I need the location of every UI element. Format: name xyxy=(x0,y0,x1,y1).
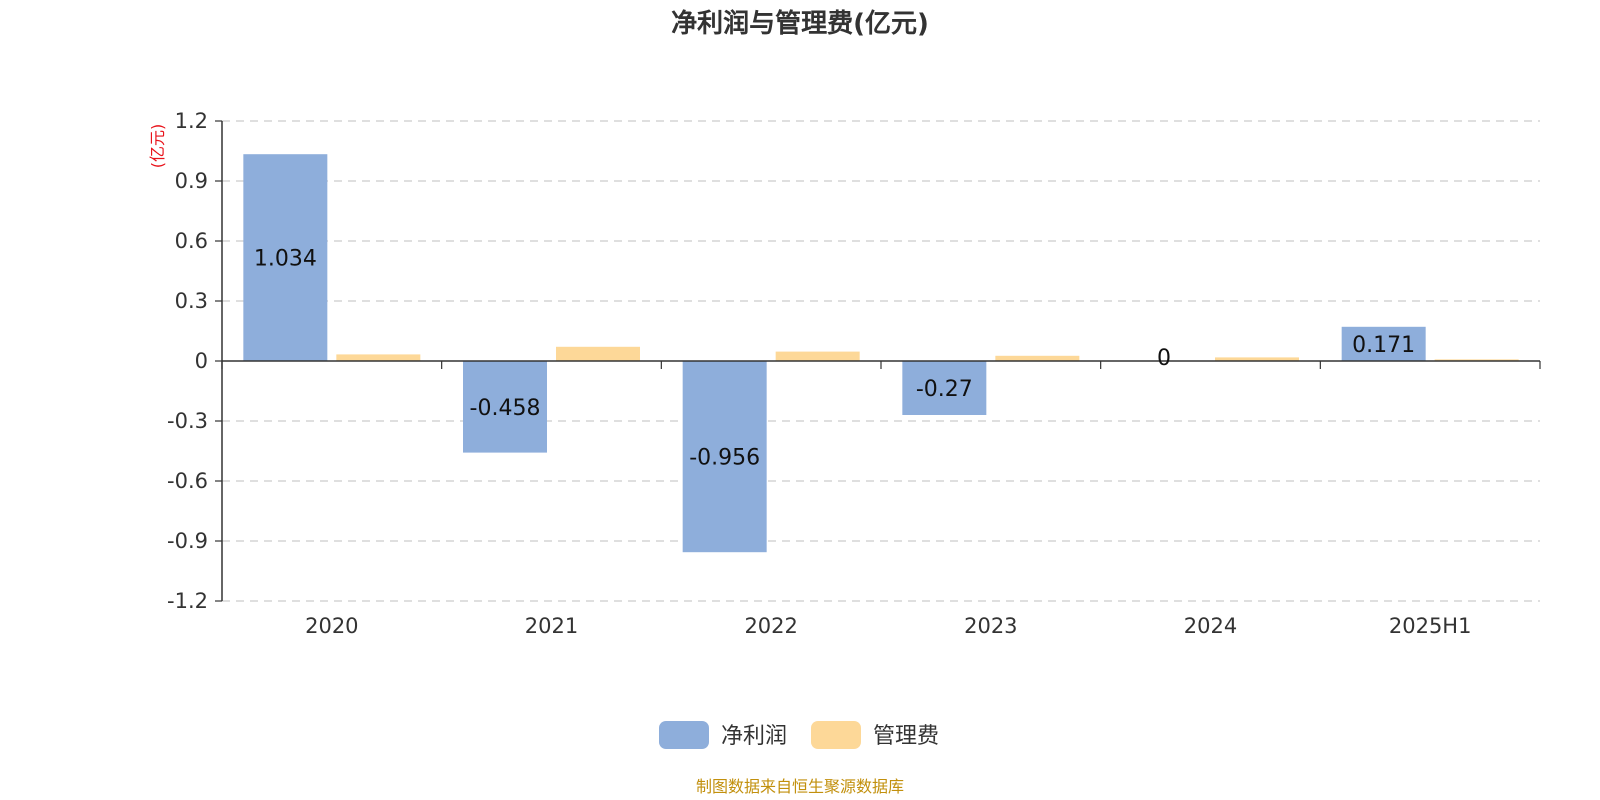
y-tick-label: 0 xyxy=(195,349,208,373)
y-tick-label: 0.6 xyxy=(175,229,208,253)
x-tick-label: 2022 xyxy=(744,614,797,638)
data-label: -0.458 xyxy=(470,396,541,421)
data-labels: 1.034 -0.458 -0.956 -0.27 0 0.171 xyxy=(254,247,1415,471)
bar-净利润-2022[interactable] xyxy=(682,361,767,553)
y-tick-label: 0.9 xyxy=(175,169,208,193)
bar-管理费-2025H1[interactable] xyxy=(1434,359,1519,361)
data-label: -0.27 xyxy=(916,377,973,402)
legend-swatch[interactable] xyxy=(659,721,709,749)
y-tick-label: 0.3 xyxy=(175,289,208,313)
legend: 净利润 管理费 xyxy=(659,721,939,749)
x-tick-label: 2021 xyxy=(525,614,578,638)
bar-净利润-2025H1[interactable] xyxy=(1341,326,1426,361)
grid-lines xyxy=(222,120,1540,602)
y-tick-label: -0.9 xyxy=(167,529,208,553)
x-tick-label: 2025H1 xyxy=(1389,614,1472,638)
data-label: 0.171 xyxy=(1352,333,1415,358)
x-tick-label: 2024 xyxy=(1184,614,1237,638)
legend-swatch[interactable] xyxy=(811,721,861,749)
legend-label[interactable]: 管理费 xyxy=(873,724,939,749)
y-axis-unit-label: (亿元) xyxy=(148,124,167,169)
bar-管理费-2020[interactable] xyxy=(336,354,421,361)
bar-管理费-2022[interactable] xyxy=(775,351,860,361)
axes: 1.2 0.9 0.6 0.3 0 -0.3 -0.6 -0.9 -1.2 2020 2021 202… xyxy=(167,109,1541,638)
y-tick-label: -1.2 xyxy=(167,589,208,613)
data-label: -0.956 xyxy=(689,446,760,471)
y-tick-label: 1.2 xyxy=(175,109,208,133)
source-note: 制图数据来自恒生聚源数据库 xyxy=(696,777,904,796)
bar-管理费-2021[interactable] xyxy=(556,346,640,361)
bar-管理费-2024[interactable] xyxy=(1215,357,1299,361)
bar-净利润-2020[interactable] xyxy=(243,154,328,361)
y-tick-label: -0.3 xyxy=(167,409,208,433)
x-tick-label: 2023 xyxy=(964,614,1017,638)
bar-管理费-2023[interactable] xyxy=(995,355,1080,361)
bar-净利润-2023[interactable] xyxy=(902,361,987,415)
x-tick-label: 2020 xyxy=(305,614,358,638)
legend-label[interactable]: 净利润 xyxy=(721,724,787,749)
bars xyxy=(243,154,1519,553)
data-label: 1.034 xyxy=(254,247,317,272)
y-tick-label: -0.6 xyxy=(167,469,208,493)
chart-title: 净利润与管理费(亿元) xyxy=(671,8,929,39)
bar-净利润-2021[interactable] xyxy=(463,361,547,453)
data-label: 0 xyxy=(1157,346,1171,371)
